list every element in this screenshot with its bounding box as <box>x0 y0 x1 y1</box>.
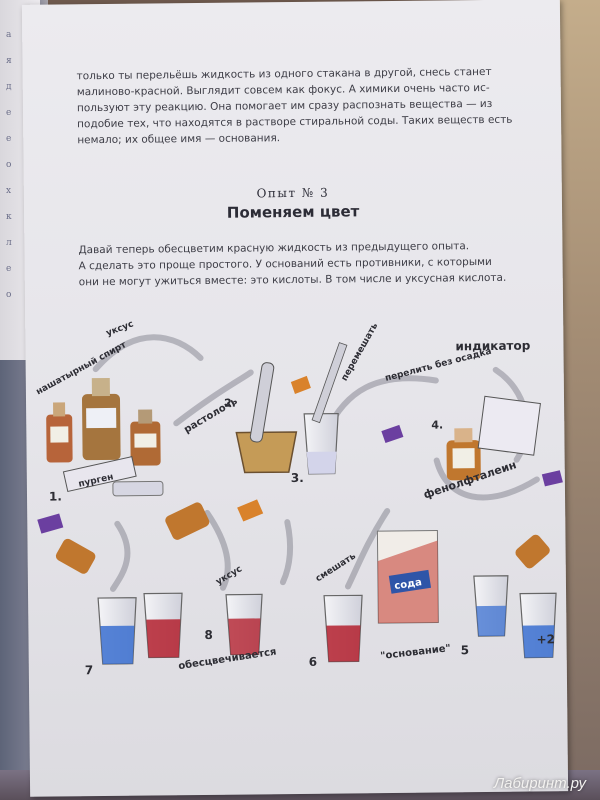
adjacent-page-fragment: л <box>6 238 12 248</box>
bottle-icon <box>82 377 121 461</box>
glass-icon <box>303 342 348 475</box>
adjacent-page-fragment: к <box>6 212 12 222</box>
label-step-4: 4. <box>431 418 443 431</box>
flow-arrows <box>92 334 540 592</box>
label-vinegar-top: уксус <box>105 319 135 338</box>
adjacent-page-fragment: е <box>6 108 12 118</box>
experiment-illustration: пурген <box>35 319 563 677</box>
label-base: "основание" <box>380 643 452 662</box>
label-stir: перемешать <box>340 321 381 383</box>
experiment-number: Опыт № 3 <box>256 185 330 201</box>
label-decolorize: обесцвечивается <box>177 646 277 673</box>
label-step-6: 6 <box>309 655 318 669</box>
bottle-icon <box>130 409 161 466</box>
label-step-8: 8 <box>204 628 213 642</box>
mortar-icon <box>235 362 298 474</box>
intro-paragraph: только ты перельёшь жидкость из одного с… <box>77 64 513 148</box>
glass-icon <box>473 575 509 637</box>
label-step-2: 2. <box>224 397 236 410</box>
label-step-1: 1. <box>49 489 62 503</box>
adjacent-page-fragment: д <box>6 82 12 92</box>
bottle-icon <box>46 402 73 463</box>
soda-box-label: сода <box>394 577 423 592</box>
glass-icon <box>97 597 137 665</box>
text-line: немало; их общее имя — основания. <box>77 132 281 147</box>
decorative-accents <box>37 375 563 534</box>
adjacent-page-fragment: е <box>6 134 12 144</box>
text-line: они не могут ужиться вместе: это кислоты… <box>78 271 507 289</box>
experiment-title: Поменяем цвет <box>226 202 360 222</box>
watermark: Лабиринт.ру <box>493 775 586 792</box>
adjacent-page-fragment: я <box>6 56 12 66</box>
label-plus-two: +2 <box>536 632 555 646</box>
soda-box-icon: сода <box>376 530 439 624</box>
label-indicator: индикатор <box>455 339 530 354</box>
adjacent-page-fragment: о <box>6 290 12 300</box>
indicator-bottle-icon <box>446 395 541 481</box>
glass-icon <box>323 594 363 663</box>
body-paragraph: Давай теперь обесцветим красную жидкость… <box>78 238 508 291</box>
label-step-5: 5 <box>461 643 470 657</box>
label-pharmacy-alcohol: нашатырный спирт <box>35 340 129 398</box>
pouring-bottle-icon <box>55 502 550 574</box>
glass-icon <box>225 593 263 656</box>
label-step-3: 3. <box>291 471 304 485</box>
adjacent-page-fragment: а <box>6 30 12 40</box>
adjacent-page-fragment: о <box>6 160 12 170</box>
adjacent-page-fragment: е <box>6 264 12 274</box>
glass-icon <box>143 592 183 659</box>
label-step-7: 7 <box>85 663 94 677</box>
book-page: только ты перельёшь жидкость из одного с… <box>21 0 569 797</box>
glass-icon <box>519 592 557 659</box>
adjacent-page-fragment: х <box>6 186 12 196</box>
